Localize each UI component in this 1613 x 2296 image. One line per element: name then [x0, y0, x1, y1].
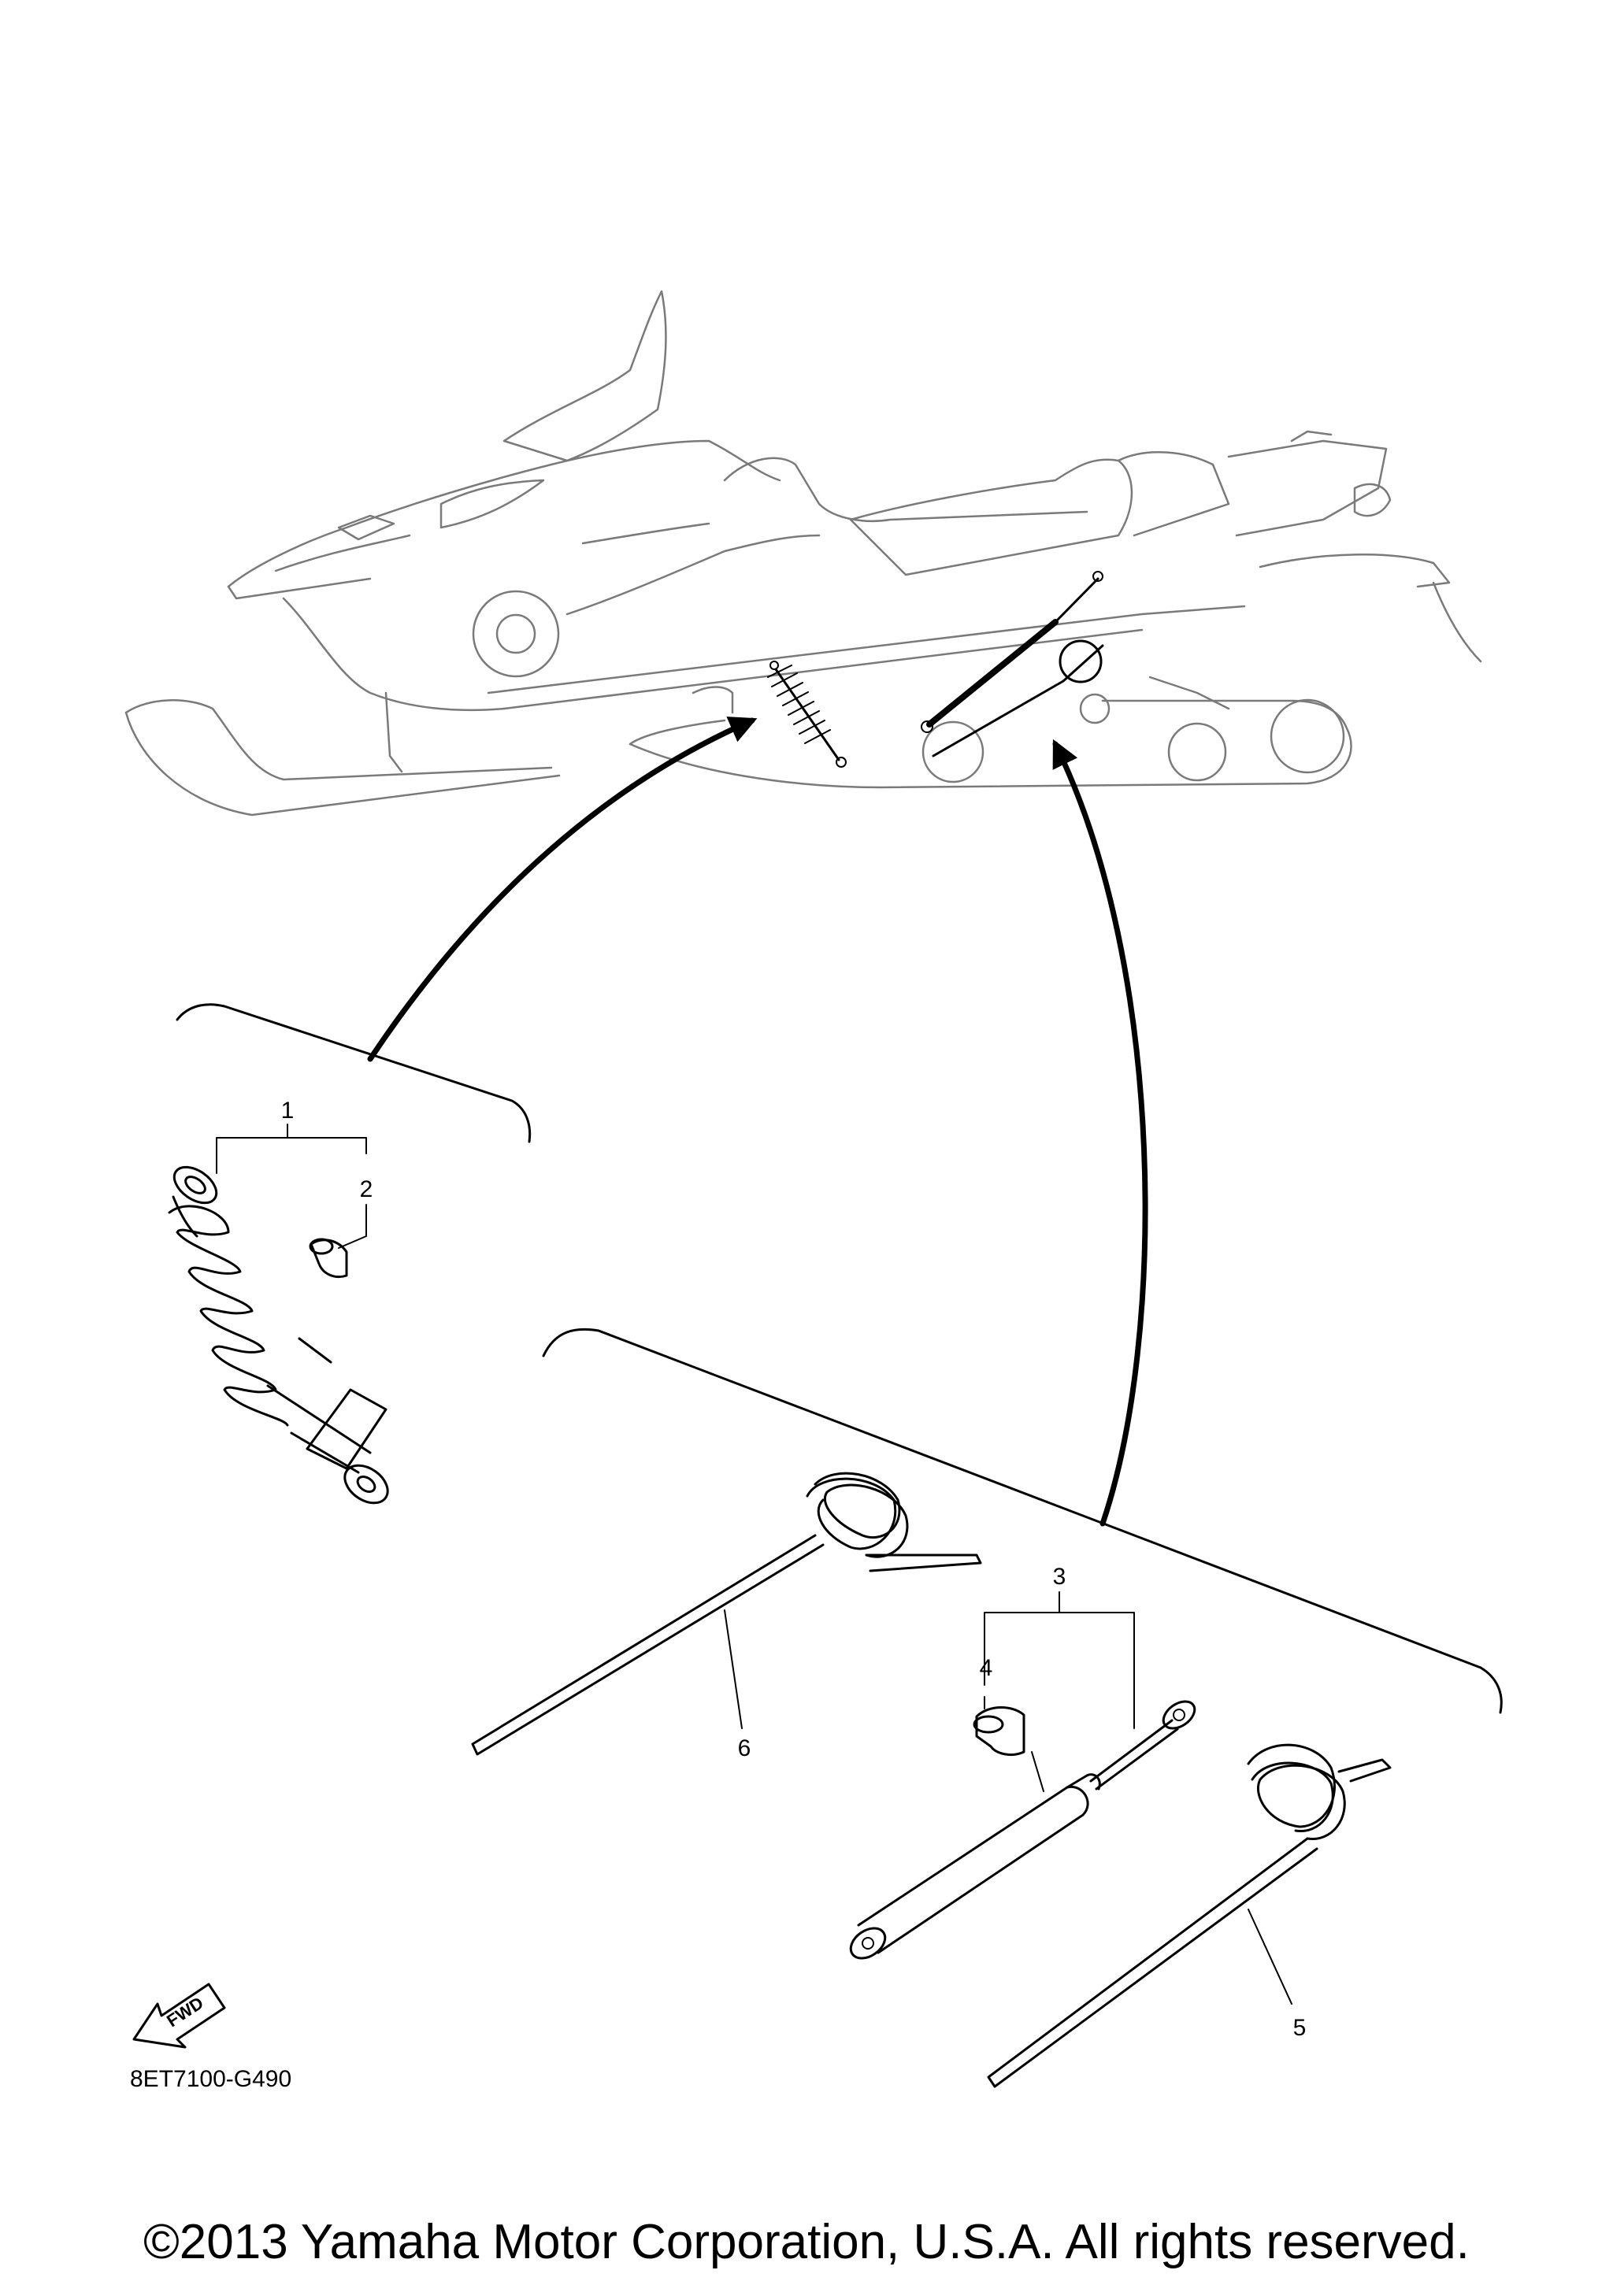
leader-lines-1-2: [216, 1124, 367, 1249]
callout-2: 2: [360, 1176, 373, 1202]
rear-gas-shock-part3: [849, 1700, 1196, 1960]
leader-lines-3-4: [984, 1591, 1135, 1792]
rear-shock-group-bracket: [542, 1328, 1503, 1714]
torsion-spring-part6: [471, 1472, 982, 1756]
leader-line-5: [1248, 1909, 1292, 2005]
front-shock-absorber: [168, 1165, 389, 1505]
forward-direction-icon: FWD: [132, 1983, 226, 2049]
callout-3: 3: [1053, 1564, 1066, 1590]
front-shock-group-bracket: [176, 1003, 532, 1143]
installed-rear-shock: [921, 571, 1104, 757]
leader-line-6: [724, 1609, 743, 1729]
callout-6: 6: [738, 1735, 751, 1761]
callout-1: 1: [281, 1098, 295, 1124]
figure-code: 8ET7100-G490: [130, 2066, 291, 2092]
bushing-part4: [973, 1706, 1025, 1756]
snowmobile-illustration: [124, 290, 1482, 817]
callout-5: 5: [1293, 2015, 1307, 2041]
callout-4: 4: [980, 1655, 993, 1681]
copyright-notice: ©2013 Yamaha Motor Corporation, U.S.A. A…: [143, 2215, 1470, 2269]
reference-arrows: [367, 717, 1148, 1527]
torsion-spring-part5: [987, 1743, 1392, 2088]
installed-front-shock: [767, 661, 847, 768]
shock-bushing-part2: [309, 1238, 348, 1279]
